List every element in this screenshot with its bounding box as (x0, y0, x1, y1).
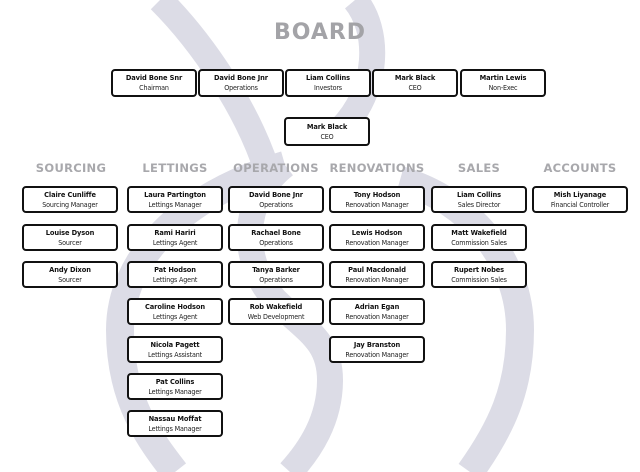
member-name: Adrian Egan (354, 301, 400, 311)
member-name: David Bone Snr (125, 73, 183, 82)
staff-card: Rob Wakefield Web Development (228, 298, 324, 325)
member-role: Lettings Assistant (148, 349, 202, 359)
member-role: Lettings Agent (152, 274, 198, 284)
department-heading-accounts: ACCOUNTS (543, 161, 617, 175)
staff-card: Nicola Pagett Lettings Assistant (127, 336, 223, 363)
member-role: Operations (259, 274, 293, 284)
staff-card: Pat Collins Lettings Manager (127, 373, 223, 400)
member-name: Rami Hariri (154, 227, 196, 237)
staff-card: Laura Partington Lettings Manager (127, 186, 223, 213)
member-name: Lewis Hodson (351, 227, 403, 237)
member-role: CEO (320, 131, 334, 141)
member-role: Sourcing Manager (42, 199, 98, 209)
member-name: Laura Partington (144, 189, 206, 199)
member-role: Operations (259, 199, 293, 209)
staff-card: Tony Hodson Renovation Manager (329, 186, 425, 213)
department-heading-sourcing: SOURCING (35, 161, 107, 175)
member-name: Louise Dyson (45, 227, 95, 237)
member-role: Sourcer (58, 237, 82, 247)
member-name: Tanya Barker (252, 264, 300, 274)
member-name: Rupert Nobes (453, 264, 505, 274)
board-title: BOARD (273, 20, 367, 45)
member-role: Investors (314, 83, 342, 92)
member-name: Caroline Hodson (145, 301, 205, 311)
staff-card: Louise Dyson Sourcer (22, 224, 118, 251)
board-member-card: Mark Black CEO (372, 69, 458, 97)
board-member-card: David Bone Jnr Operations (198, 69, 284, 97)
member-name: Nicola Pagett (150, 339, 200, 349)
department-heading-operations: OPERATIONS (233, 161, 319, 175)
staff-card: Liam Collins Sales Director (431, 186, 527, 213)
member-role: Operations (224, 83, 258, 92)
member-name: Tony Hodson (353, 189, 401, 199)
board-member-card: Martin Lewis Non-Exec (460, 69, 546, 97)
department-heading-renovations: RENOVATIONS (329, 161, 425, 175)
staff-card: Jay Branston Renovation Manager (329, 336, 425, 363)
staff-card: Nassau Moffat Lettings Manager (127, 410, 223, 437)
member-role: Renovation Manager (345, 311, 409, 321)
member-role: Lettings Manager (148, 386, 202, 396)
member-role: Renovation Manager (345, 237, 409, 247)
member-role: Renovation Manager (345, 274, 409, 284)
member-role: Lettings Agent (152, 237, 198, 247)
member-role: Web Development (247, 311, 305, 321)
staff-card: Paul Macdonald Renovation Manager (329, 261, 425, 288)
member-name: Matt Wakefield (451, 227, 507, 237)
department-heading-lettings: LETTINGS (142, 161, 208, 175)
staff-card: David Bone Jnr Operations (228, 186, 324, 213)
member-name: Rachael Bone (251, 227, 301, 237)
member-role: Renovation Manager (345, 349, 409, 359)
member-name: David Bone Jnr (249, 189, 303, 199)
member-name: Pat Collins (155, 376, 195, 386)
staff-card: Caroline Hodson Lettings Agent (127, 298, 223, 325)
staff-card: Andy Dixon Sourcer (22, 261, 118, 288)
member-role: Operations (259, 237, 293, 247)
member-role: Lettings Agent (152, 311, 198, 321)
member-name: Jay Branston (353, 339, 401, 349)
board-member-card: David Bone Snr Chairman (111, 69, 197, 97)
department-heading-sales: SALES (457, 161, 501, 175)
staff-card: Mish Liyanage Financial Controller (532, 186, 628, 213)
staff-card: Adrian Egan Renovation Manager (329, 298, 425, 325)
member-role: Sales Director (457, 199, 501, 209)
staff-card: Rupert Nobes Commission Sales (431, 261, 527, 288)
member-role: Financial Controller (550, 199, 610, 209)
member-name: Mark Black (306, 121, 348, 131)
staff-card: Claire Cunliffe Sourcing Manager (22, 186, 118, 213)
member-role: Renovation Manager (345, 199, 409, 209)
member-role: Chairman (139, 83, 169, 92)
staff-card: Lewis Hodson Renovation Manager (329, 224, 425, 251)
member-role: Lettings Manager (148, 199, 202, 209)
member-name: Pat Hodson (154, 264, 196, 274)
member-role: CEO (408, 83, 422, 92)
member-name: Nassau Moffat (148, 413, 202, 423)
member-name: Liam Collins (456, 189, 501, 199)
member-role: Sourcer (58, 274, 82, 284)
member-role: Lettings Manager (148, 423, 202, 433)
member-role: Non-Exec (488, 83, 518, 92)
member-role: Commission Sales (451, 274, 507, 284)
member-name: Rob Wakefield (249, 301, 303, 311)
member-name: Paul Macdonald (348, 264, 406, 274)
member-name: Claire Cunliffe (44, 189, 96, 199)
member-role: Commission Sales (451, 237, 507, 247)
member-name: Andy Dixon (49, 264, 91, 274)
staff-card: Pat Hodson Lettings Agent (127, 261, 223, 288)
staff-card: Matt Wakefield Commission Sales (431, 224, 527, 251)
staff-card: Tanya Barker Operations (228, 261, 324, 288)
board-member-card: Liam Collins Investors (285, 69, 371, 97)
ceo-card: Mark Black CEO (284, 117, 370, 146)
member-name: Mish Liyanage (553, 189, 607, 199)
member-name: David Bone Jnr (214, 73, 268, 82)
member-name: Liam Collins (305, 73, 350, 82)
member-name: Martin Lewis (479, 73, 527, 82)
staff-card: Rami Hariri Lettings Agent (127, 224, 223, 251)
staff-card: Rachael Bone Operations (228, 224, 324, 251)
member-name: Mark Black (394, 73, 436, 82)
